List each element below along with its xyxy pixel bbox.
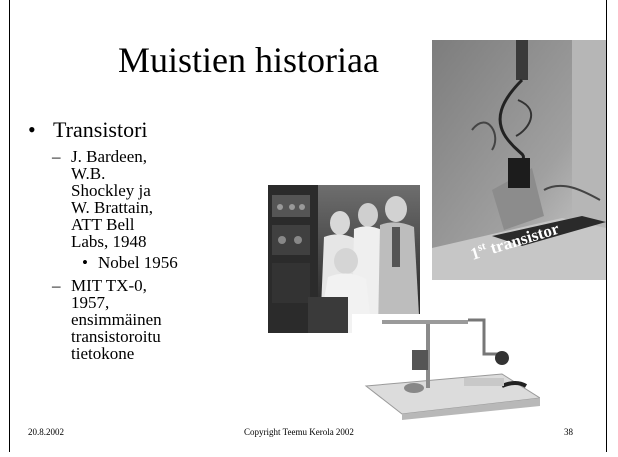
bullet-glyph: • <box>28 117 36 142</box>
transistor-model-photo <box>352 314 540 420</box>
bullet-item: • Transistori <box>28 118 308 142</box>
bell-labs-photo <box>268 185 420 333</box>
sub-bullet-text: J. Bardeen, W.B. Shockley ja W. Brattain… <box>71 147 153 251</box>
footer-copyright: Copyright Teemu Kerola 2002 <box>244 427 354 437</box>
first-transistor-photo: 1st transistor <box>432 40 606 280</box>
dash-glyph: – <box>52 276 61 295</box>
sub-bullet-text: MIT TX-0, 1957, ensimmäinen transistoroi… <box>71 276 162 363</box>
slide-frame <box>9 0 607 452</box>
sub-bullet-item: – J. Bardeen, W.B. Shockley ja W. Bratta… <box>28 148 171 250</box>
sub-bullet-item: – MIT TX-0, 1957, ensimmäinen transistor… <box>28 277 171 362</box>
footer-date: 20.8.2002 <box>28 427 64 437</box>
slide-title: Muistien historiaa <box>118 40 379 80</box>
bullet-list: • Transistori – J. Bardeen, W.B. Shockle… <box>28 118 308 363</box>
nested-bullet-item: • Nobel 1956 <box>28 254 308 271</box>
bullet-text: Transistori <box>53 117 148 142</box>
dash-glyph: – <box>52 147 61 166</box>
nested-bullet-text: Nobel 1956 <box>98 253 178 272</box>
bullet-glyph: • <box>82 253 88 272</box>
footer-page-number: 38 <box>564 427 573 437</box>
